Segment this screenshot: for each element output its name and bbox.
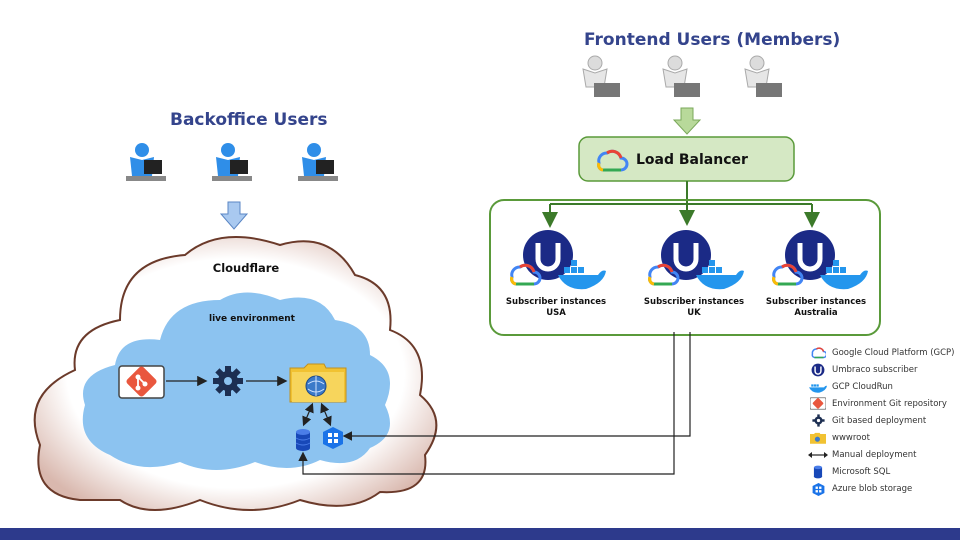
- umbraco-icon: [808, 361, 828, 378]
- legend-text: Google Cloud Platform (GCP): [832, 347, 955, 358]
- frontend-user-icon: [744, 55, 782, 97]
- wwwroot-blob-arrow: [320, 402, 332, 427]
- instance-uk: [648, 230, 744, 290]
- legend-item: Umbraco subscriber: [808, 361, 958, 378]
- legend-item: GCP CloudRun: [808, 378, 958, 395]
- frontend-user-icon: [582, 55, 620, 97]
- legend-item: Manual deployment: [808, 447, 958, 464]
- backoffice-users-title: Backoffice Users: [170, 110, 328, 130]
- instance-usa-region: USA: [546, 308, 566, 318]
- folder-icon: [808, 430, 828, 447]
- database-icon: [295, 429, 311, 451]
- frontend-down-arrow: [672, 107, 702, 135]
- double-arrow-icon: [808, 447, 828, 464]
- wwwroot-db-arrow: [302, 402, 314, 427]
- frontend-users-title: Frontend Users (Members): [584, 30, 841, 50]
- umbraco-icon: [785, 230, 835, 280]
- instance-australia: [772, 230, 868, 290]
- legend-item: Microsoft SQL: [808, 464, 958, 481]
- manual-deployment-lines: [298, 332, 691, 475]
- instance-uk-region: UK: [687, 308, 701, 318]
- umbraco-icon: [523, 230, 573, 280]
- instance-uk-label: Subscriber instances: [644, 297, 744, 307]
- legend-text: GCP CloudRun: [832, 381, 893, 392]
- docker-icon: [808, 378, 828, 395]
- instance-usa: [510, 230, 606, 290]
- gcp-icon: [648, 263, 680, 286]
- backoffice-user-icon: [298, 143, 338, 181]
- legend-item: Google Cloud Platform (GCP): [808, 344, 958, 361]
- legend-item: wwwroot: [808, 429, 958, 446]
- legend-text: Microsoft SQL: [832, 467, 891, 478]
- instances-container: [489, 199, 881, 336]
- legend-text: Git based deployment: [832, 415, 927, 426]
- legend-text: wwwroot: [832, 433, 870, 444]
- backoffice-down-arrow: [219, 201, 249, 230]
- legend: Google Cloud Platform (GCP) Umbraco subs…: [808, 344, 958, 498]
- docker-icon: [820, 260, 868, 290]
- frontend-user-icon: [662, 55, 700, 97]
- legend-text: Umbraco subscriber: [832, 364, 918, 375]
- gcp-icon: [808, 344, 828, 361]
- legend-text: Manual deployment: [832, 450, 917, 461]
- legend-item: Environment Git repository: [808, 395, 958, 412]
- gear-icon: [808, 412, 828, 429]
- instance-usa-label: Subscriber instances: [506, 297, 606, 307]
- umbraco-icon: [661, 230, 711, 280]
- git-icon: [808, 395, 828, 412]
- footer-bar: [0, 528, 960, 540]
- gcp-icon: [597, 149, 629, 172]
- database-icon: [808, 464, 828, 481]
- blob-storage-icon: [808, 481, 828, 498]
- git-icon: [118, 365, 165, 399]
- legend-text: Environment Git repository: [832, 398, 947, 409]
- live-environment-label: live environment: [209, 314, 296, 324]
- gcp-icon: [772, 263, 804, 286]
- instance-australia-region: Australia: [794, 308, 838, 318]
- lb-branch-arrows: [542, 181, 820, 228]
- cloudflare-label: Cloudflare: [213, 261, 280, 275]
- gcp-icon: [510, 263, 542, 286]
- load-balancer-label: Load Balancer: [636, 152, 748, 168]
- blob-storage-icon: [323, 427, 343, 449]
- legend-text: Azure blob storage: [832, 484, 913, 495]
- instance-australia-label: Subscriber instances: [766, 297, 866, 307]
- backoffice-user-icon: [126, 143, 166, 181]
- folder-icon: [289, 363, 347, 403]
- backoffice-user-icon: [212, 143, 252, 181]
- legend-item: Azure blob storage: [808, 481, 958, 498]
- docker-icon: [558, 260, 606, 290]
- legend-item: Git based deployment: [808, 412, 958, 429]
- gear-icon: [213, 366, 243, 396]
- docker-icon: [696, 260, 744, 290]
